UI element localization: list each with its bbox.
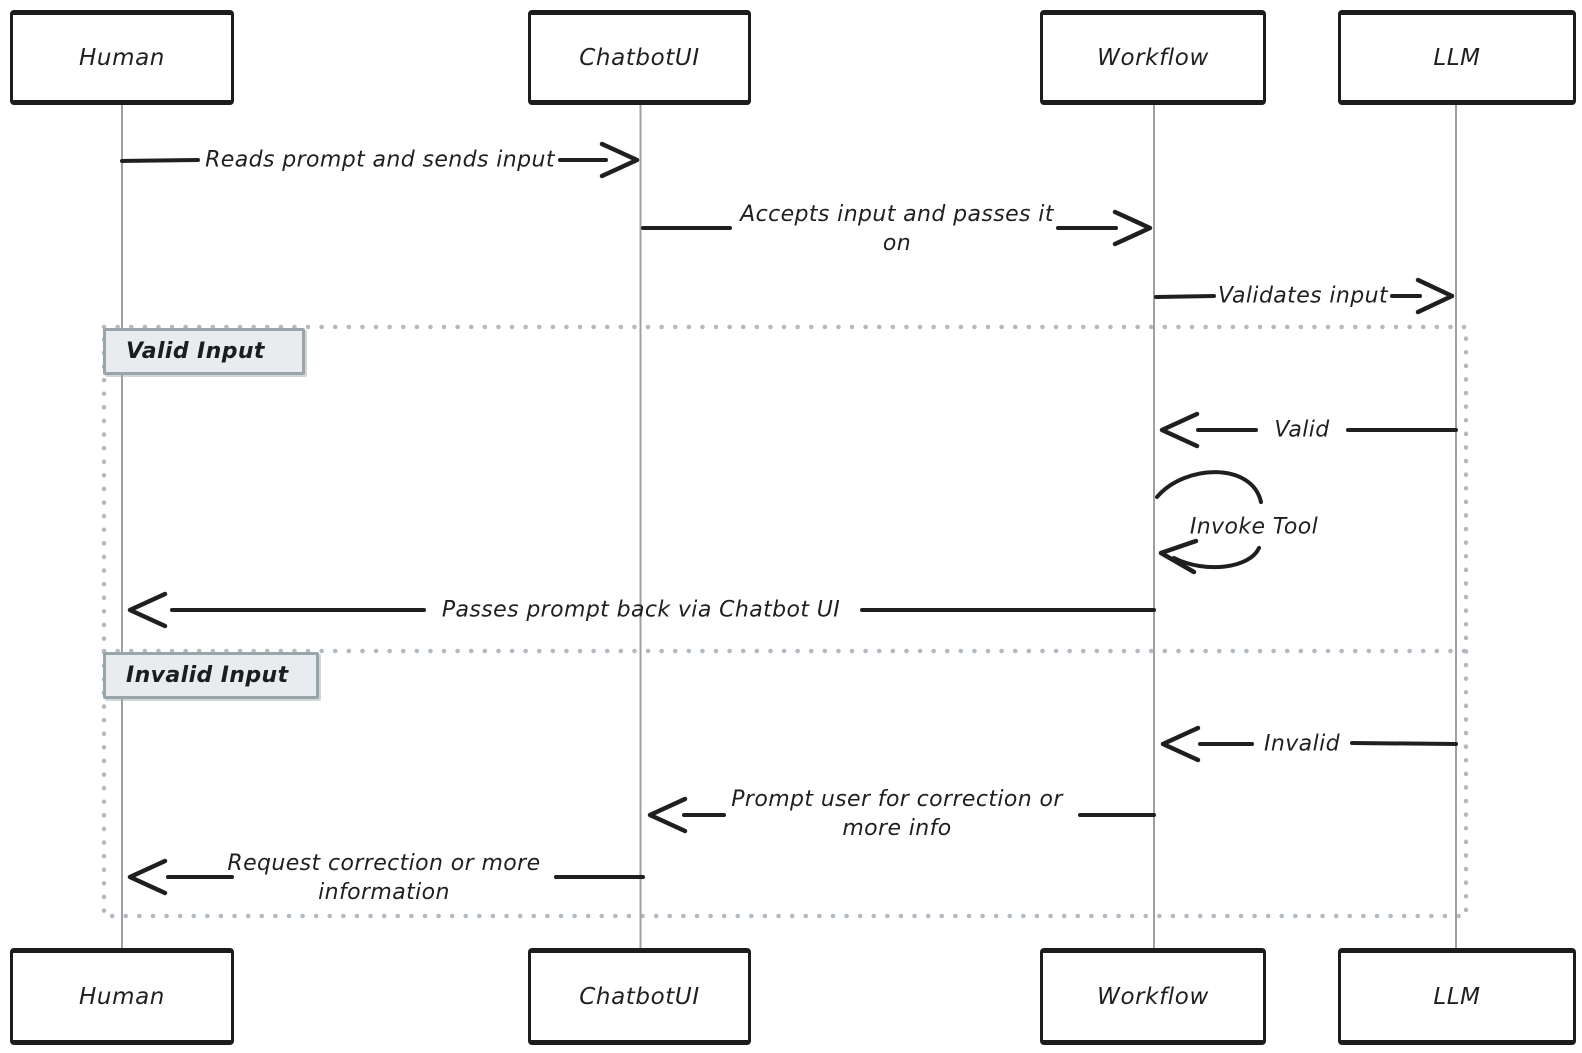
actor-label: Human [79, 983, 165, 1010]
actor-box-chatbotui-bottom: ChatbotUI [528, 948, 751, 1045]
message-label-passes-back: Passes prompt back via Chatbot UI [441, 597, 841, 623]
message-label-reads-prompt: Reads prompt and sends input [205, 147, 555, 173]
message-label-valid: Valid [1274, 417, 1330, 443]
arrowhead-left-icon [127, 591, 168, 629]
alt-section-label-invalid-input: Invalid Input [103, 652, 319, 699]
alt-frame-border [101, 324, 1469, 919]
alt-section-label-valid-input: Valid Input [103, 328, 305, 375]
arrowhead-left-icon [647, 796, 688, 834]
message-line [1350, 741, 1458, 746]
message-label-request-correction: Request correction or more information [227, 850, 541, 905]
arrowhead-right-icon [599, 141, 640, 179]
alt-section-label-text: Valid Input [126, 339, 265, 364]
arrowhead-left-icon [1160, 725, 1201, 763]
arrowhead-right-icon [1415, 277, 1455, 315]
message-line [120, 158, 200, 163]
actor-label: Human [79, 44, 165, 71]
actor-box-human-top: Human [10, 10, 234, 105]
actor-box-workflow-bottom: Workflow [1040, 948, 1266, 1045]
arrowhead-left-icon [127, 858, 168, 896]
message-label-accepts-input: Accepts input and passes it on [740, 201, 1054, 256]
alt-section-label-text: Invalid Input [126, 663, 289, 688]
actor-label: LLM [1433, 983, 1481, 1010]
message-label-invalid: Invalid [1264, 731, 1340, 757]
self-loop-line [1172, 546, 1261, 570]
actor-label: LLM [1433, 44, 1481, 71]
actor-box-chatbotui-top: ChatbotUI [528, 10, 751, 105]
actor-box-workflow-top: Workflow [1040, 10, 1266, 105]
arrowhead-right-icon [1112, 209, 1153, 247]
self-loop-line [1155, 470, 1263, 504]
actor-label: Workflow [1097, 983, 1209, 1010]
message-label-prompt-user: Prompt user for correction or more info [731, 786, 1063, 841]
message-label-validates-input: Validates input [1217, 283, 1389, 309]
arrowhead-left-icon [1159, 411, 1200, 449]
message-label-invoke-tool: Invoke Tool [1189, 514, 1319, 540]
actor-label: ChatbotUI [579, 44, 700, 71]
actor-label: ChatbotUI [579, 983, 700, 1010]
actor-box-llm-bottom: LLM [1338, 948, 1576, 1045]
actor-label: Workflow [1097, 44, 1209, 71]
actor-box-human-bottom: Human [10, 948, 234, 1045]
actor-box-llm-top: LLM [1338, 10, 1576, 105]
arrowhead-left-icon [1158, 538, 1199, 575]
message-line [1154, 294, 1216, 299]
